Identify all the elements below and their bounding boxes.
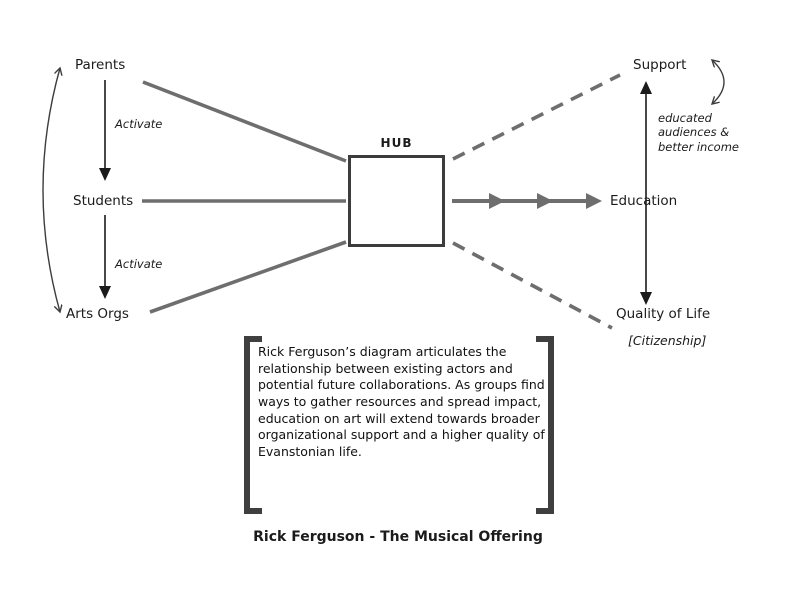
activate-arrow-parents-students	[99, 80, 111, 181]
benefit-note-line: educated	[658, 111, 712, 125]
double-arrow-support-qualityoflife	[640, 81, 652, 305]
activate-arrow-students-artsorgs	[99, 215, 111, 299]
node-education: Education	[610, 193, 678, 209]
node-parents: Parents	[75, 57, 126, 73]
arrow-hub-education	[452, 193, 602, 209]
diagram-caption: Rick Ferguson - The Musical Offering	[253, 529, 543, 545]
node-support: Support	[633, 57, 687, 73]
activate-label-bottom: Activate	[115, 257, 163, 271]
citizenship-label: [Citizenship]	[628, 333, 707, 348]
line-artsorgs-hub	[149, 240, 347, 314]
right-cycle-arc	[712, 60, 725, 104]
left-square-bracket	[244, 336, 262, 514]
node-arts-orgs: Arts Orgs	[66, 306, 129, 322]
activate-label-top: Activate	[115, 117, 163, 131]
right-square-bracket	[536, 336, 554, 514]
dashed-line-hub-support	[452, 73, 621, 161]
hub-label: HUB	[380, 136, 413, 150]
dashed-line-hub-qualityoflife	[452, 241, 613, 330]
benefit-note: educated audiences & better income	[658, 111, 739, 154]
node-quality-of-life: Quality of Life	[616, 306, 711, 322]
hub-box	[348, 155, 445, 247]
left-cycle-arc	[42, 68, 60, 312]
description-paragraph: Rick Ferguson’s diagram articulates the …	[258, 344, 545, 459]
benefit-note-line: audiences &	[658, 125, 730, 140]
benefit-note-line: better income	[658, 139, 739, 154]
node-students: Students	[73, 193, 134, 209]
line-parents-hub	[142, 80, 347, 163]
